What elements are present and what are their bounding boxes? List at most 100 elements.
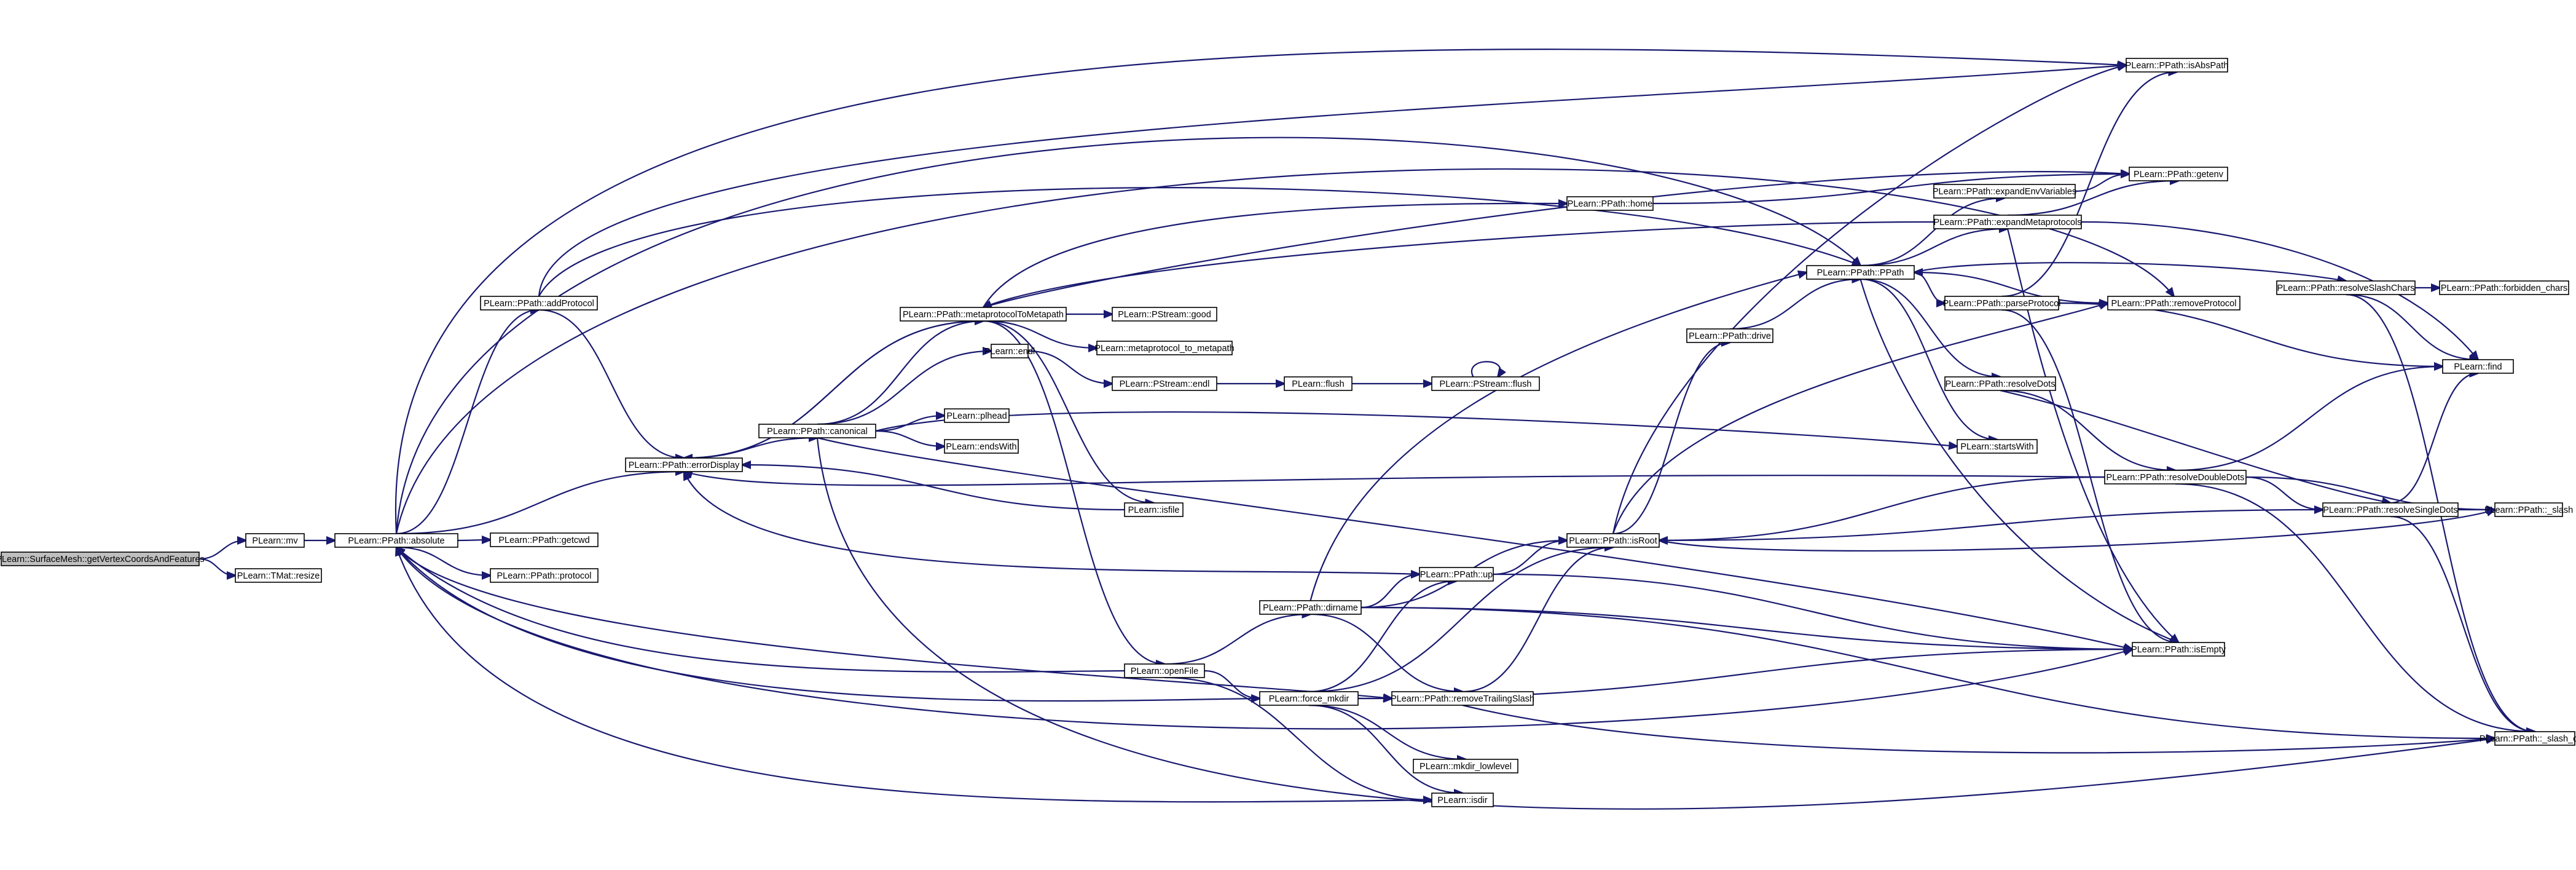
node-box — [1284, 376, 1353, 391]
node-label: PLearn::PPath::protocol — [497, 571, 592, 581]
node-getenv[interactable]: PLearn::PPath::getenv — [2129, 167, 2228, 181]
node-openFile[interactable]: PLearn::openFile — [1124, 663, 1205, 678]
edge-expandMeta-to-mp2mp — [983, 221, 1934, 307]
node-dirname[interactable]: PLearn::PPath::dirname — [1259, 600, 1362, 615]
node-psendl[interactable]: PLearn::PStream::endl — [1112, 376, 1217, 391]
node-mp2mp[interactable]: PLearn::PPath::metaprotocolToMetapath — [900, 307, 1067, 322]
edge-ppath-to-resolveDots — [1860, 278, 2001, 377]
edge-dirname-to-up — [1361, 574, 1420, 609]
edge-mp2mp-to-getenv — [983, 172, 2129, 309]
edge-ppath-to-expandEnv — [1860, 198, 2005, 267]
node-find[interactable]: PLearn::find — [2442, 359, 2514, 374]
node-resolveDoubleDots[interactable]: PLearn::PPath::resolveDoubleDots — [2104, 470, 2247, 484]
edge-openFile-to-isdir — [1164, 676, 1432, 800]
node-psflush[interactable]: PLearn::PStream::flush — [1431, 376, 1540, 391]
node-resolveDots[interactable]: PLearn::PPath::resolveDots — [1944, 376, 2056, 391]
node-removeTrailing[interactable]: PLearn::PPath::removeTrailingSlash — [1391, 691, 1534, 706]
node-expandMeta[interactable]: PLearn::PPath::expandMetaprotocols — [1933, 215, 2082, 229]
node-absolute[interactable]: PLearn::PPath::absolute — [334, 533, 458, 548]
edge-expandMeta-to-getenv — [2007, 181, 2178, 216]
node-box — [1391, 691, 1534, 706]
node-addProtocol[interactable]: PLearn::PPath::addProtocol — [480, 296, 598, 310]
node-mkdir_lowlevel[interactable]: PLearn::mkdir_lowlevel — [1413, 759, 1518, 773]
node-isAbsPath[interactable]: PLearn::PPath::isAbsPath — [2126, 58, 2229, 73]
node-resolveSingleDots[interactable]: PLearn::PPath::resolveSingleDots — [2322, 502, 2459, 517]
node-up[interactable]: PLearn::PPath::up — [1419, 567, 1494, 582]
node-label: PLearn::plhead — [946, 411, 1007, 421]
edge-absolute-to-isAbsPath — [395, 49, 2126, 534]
edge-isRoot-to-slash — [1659, 510, 2495, 552]
node-label: PLearn::PPath::dirname — [1263, 603, 1358, 613]
node-box — [2494, 731, 2575, 746]
node-canonical[interactable]: PLearn::PPath::canonical — [758, 424, 876, 438]
node-force_mkdir[interactable]: PLearn::force_mkdir — [1259, 691, 1359, 706]
node-box — [625, 457, 743, 472]
edge-absolute-to-removeTrailing — [396, 547, 1392, 698]
edge-resolveDots-to-resolveSingleDots — [2000, 389, 2390, 503]
edge-force_mkdir-to-mkdir_lowlevel — [1308, 704, 1466, 759]
node-getcwd[interactable]: PLearn::PPath::getcwd — [490, 532, 599, 547]
node-isRoot[interactable]: PLearn::PPath::isRoot — [1566, 533, 1660, 548]
node-flush[interactable]: PLearn::flush — [1284, 376, 1353, 391]
edge-force_mkdir-to-isdir — [1308, 704, 1463, 793]
node-isfile[interactable]: PLearn::isfile — [1124, 502, 1184, 517]
node-box — [2126, 58, 2228, 73]
node-resize[interactable]: PLearn::TMat::resize — [235, 568, 322, 583]
node-errorDisplay[interactable]: PLearn::PPath::errorDisplay — [625, 457, 743, 472]
node-expandEnv[interactable]: PLearn::PPath::expandEnvVariables — [1933, 184, 2076, 199]
node-box — [490, 568, 599, 583]
edge-canonical-to-slash_char — [816, 437, 2495, 810]
node-box — [1944, 296, 2059, 310]
node-box — [1431, 793, 1494, 807]
node-plhead[interactable]: PLearn::plhead — [944, 408, 1010, 423]
edge-ppath-to-startsWith — [1860, 278, 1998, 440]
node-label: PLearn::PPath::home — [1568, 199, 1653, 209]
node-box — [2129, 167, 2228, 181]
node-root[interactable]: PLearn::SurfaceMesh::getVertexCoordsAndF… — [0, 552, 205, 566]
node-box — [758, 424, 876, 438]
node-removeProtocol[interactable]: PLearn::PPath::removeProtocol — [2107, 296, 2240, 310]
edge-up-to-isEmpty — [1493, 573, 2132, 649]
node-mv[interactable]: PLearn::mv — [245, 533, 305, 548]
node-box — [480, 296, 598, 310]
node-box — [944, 439, 1019, 454]
node-home[interactable]: PLearn::PPath::home — [1566, 196, 1654, 211]
node-slash[interactable]: PLearn::PPath::_slash — [2484, 502, 2573, 517]
node-startsWith[interactable]: PLearn::startsWith — [1957, 439, 2038, 454]
node-label: PLearn::flush — [1292, 379, 1344, 389]
node-label: PLearn::PPath::isAbsPath — [2126, 61, 2229, 71]
node-endsWith[interactable]: PLearn::endsWith — [944, 439, 1019, 454]
node-label: PLearn::PPath::isEmpty — [2131, 645, 2226, 655]
node-label: PLearn::force_mkdir — [1269, 694, 1349, 704]
node-ppath[interactable]: PLearn::PPath::PPath — [1806, 265, 1915, 280]
node-pgood[interactable]: PLearn::PStream::good — [1112, 307, 1217, 322]
node-box — [2442, 359, 2514, 374]
edge-expandMeta-to-find — [2081, 221, 2478, 360]
edge-absolute-to-protocol — [396, 546, 490, 575]
node-resolveSlashChars[interactable]: PLearn::PPath::resolveSlashChars — [2276, 280, 2416, 295]
edge-addProtocol-to-ppath — [538, 187, 1861, 297]
edge-mp2mp-to-home — [983, 204, 1567, 308]
node-isdir[interactable]: PLearn::isdir — [1431, 793, 1494, 807]
node-label: PLearn::find — [2454, 362, 2502, 372]
node-isEmpty[interactable]: PLearn::PPath::isEmpty — [2131, 642, 2226, 657]
node-label: PLearn::PPath::up — [1420, 570, 1493, 580]
edge-isRoot-to-removeProtocol — [1612, 303, 2108, 534]
node-parseProtocol[interactable]: PLearn::PPath::parseProtocol — [1943, 296, 2061, 310]
node-protocol[interactable]: PLearn::PPath::protocol — [490, 568, 599, 583]
node-mp_to_mp[interactable]: PLearn::metaprotocol_to_metapath — [1094, 341, 1235, 355]
edge-absolute-to-ppath — [395, 136, 1861, 534]
node-forbidden[interactable]: PLearn::PPath::forbidden_chars — [2439, 280, 2569, 295]
node-label: PLearn::PStream::flush — [1440, 379, 1532, 389]
node-drive[interactable]: PLearn::PPath::drive — [1686, 328, 1773, 343]
node-box — [1431, 376, 1540, 391]
node-slash_char[interactable]: PLearn::PPath::_slash_char — [2480, 731, 2576, 746]
edge-resolveSingleDots-to-slash_char — [2390, 515, 2535, 732]
node-label: PLearn::PPath::removeProtocol — [2111, 299, 2237, 309]
edge-resolveDoubleDots-to-errorDisplay — [684, 472, 2105, 486]
node-box — [1413, 759, 1518, 773]
edge-mp2mp-to-openFile — [983, 320, 1164, 664]
edge-errorDisplay-to-canonical — [683, 438, 817, 459]
node-label: PLearn::PPath::expandEnvVariables — [1933, 187, 2076, 197]
node-endl[interactable]: PLearn::endl — [984, 344, 1035, 358]
